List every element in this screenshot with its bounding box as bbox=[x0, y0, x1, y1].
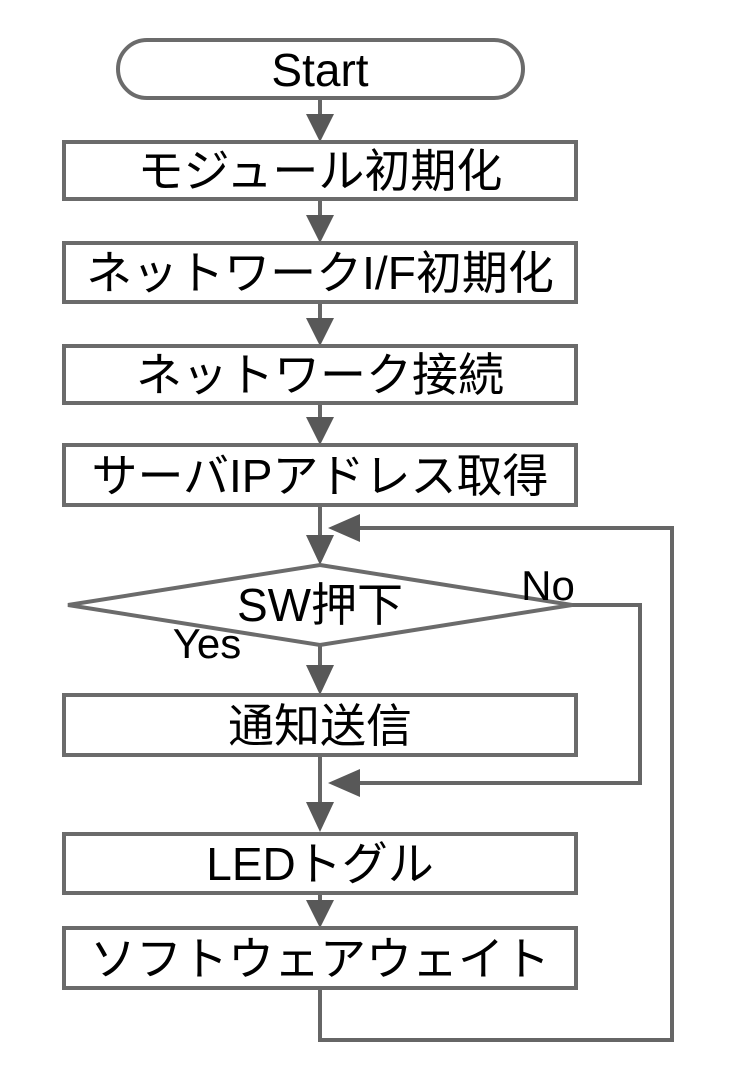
arrowhead-down-icon bbox=[306, 215, 334, 243]
node-software-wait-label: ソフトウェアウェイト bbox=[90, 933, 550, 985]
edge-sw-check-no-bypass bbox=[328, 603, 642, 797]
edge-sw-check-yes-to-send-notification bbox=[306, 645, 334, 695]
node-send-notification-label: 通知送信 bbox=[228, 700, 412, 752]
arrowhead-down-icon bbox=[306, 535, 334, 565]
node-led-toggle-label: LEDトグル bbox=[206, 838, 433, 890]
edge-network-connect-to-get-server-ip bbox=[306, 403, 334, 445]
arrowhead-left-icon bbox=[328, 769, 360, 797]
edge-loop-back bbox=[318, 514, 674, 1042]
node-start: Start bbox=[116, 38, 525, 100]
node-software-wait: ソフトウェアウェイト bbox=[62, 926, 578, 990]
arrowhead-down-icon bbox=[306, 318, 334, 346]
arrowhead-down-icon bbox=[306, 114, 334, 142]
edge-module-init-to-netif-init bbox=[306, 199, 334, 243]
node-sw-press-check: SW押下 bbox=[67, 562, 573, 648]
node-get-server-ip-label: サーバIPアドレス取得 bbox=[91, 450, 548, 502]
edge-netif-init-to-network-connect bbox=[306, 302, 334, 346]
branch-label-yes: Yes bbox=[173, 620, 242, 667]
edge-send-notification-to-led-toggle bbox=[306, 755, 334, 832]
node-netif-init: ネットワークI/F初期化 bbox=[62, 241, 578, 304]
arrowhead-down-icon bbox=[306, 417, 334, 445]
arrowhead-down-icon bbox=[306, 802, 334, 832]
arrowhead-left-icon bbox=[328, 514, 360, 542]
node-module-init: モジュール初期化 bbox=[62, 140, 578, 201]
node-start-label: Start bbox=[271, 44, 368, 96]
node-netif-init-label: ネットワークI/F初期化 bbox=[86, 247, 554, 299]
edge-led-toggle-to-software-wait bbox=[306, 893, 334, 928]
node-get-server-ip: サーバIPアドレス取得 bbox=[62, 443, 578, 507]
node-led-toggle: LEDトグル bbox=[62, 832, 578, 895]
edge-get-server-ip-to-sw-check bbox=[306, 505, 334, 565]
node-sw-press-check-label: SW押下 bbox=[237, 579, 403, 631]
edge-start-to-module-init bbox=[306, 98, 334, 142]
arrowhead-down-icon bbox=[306, 900, 334, 928]
arrowhead-down-icon bbox=[306, 665, 334, 695]
node-send-notification: 通知送信 bbox=[62, 693, 578, 757]
node-network-connect: ネットワーク接続 bbox=[62, 344, 578, 405]
node-network-connect-label: ネットワーク接続 bbox=[136, 349, 504, 401]
branch-label-no: No bbox=[521, 562, 575, 609]
node-module-init-label: モジュール初期化 bbox=[138, 145, 503, 197]
